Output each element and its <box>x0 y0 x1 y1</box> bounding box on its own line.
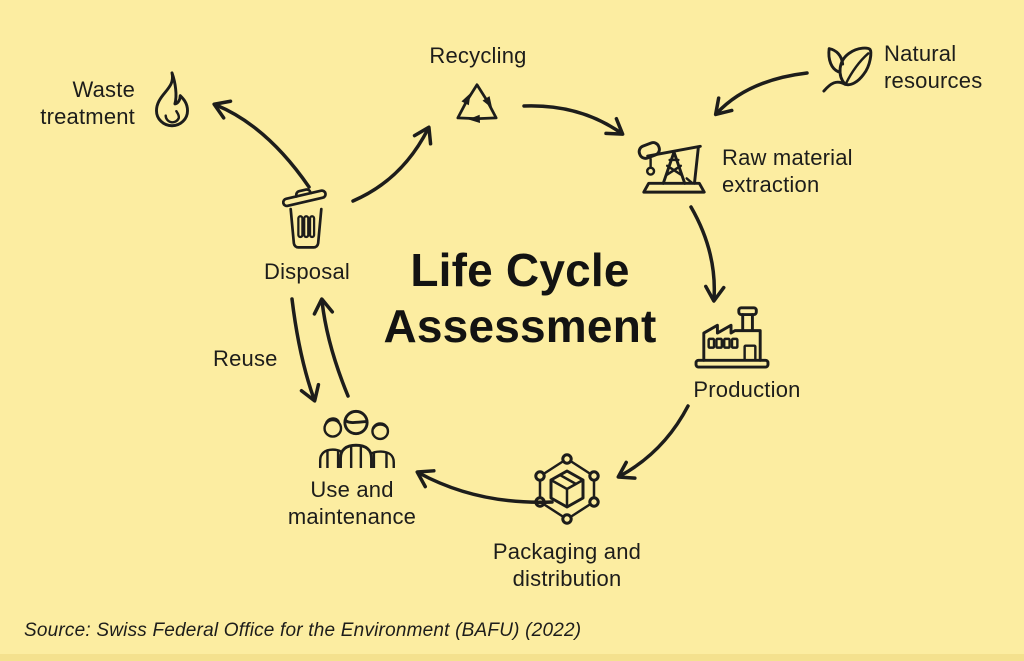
arrow-disposal-to-recycling <box>351 125 433 203</box>
trash-can-icon <box>279 184 333 254</box>
oil-pump-icon <box>634 120 714 196</box>
packaging-distribution-label: Packaging and distribution <box>492 539 642 592</box>
recycle-icon <box>438 70 516 140</box>
flame-icon <box>147 70 197 134</box>
title-line-2: Assessment <box>383 300 657 353</box>
use-maintenance-label: Use and maintenance <box>287 477 417 530</box>
arrow-production-to-packaging <box>616 404 690 480</box>
production-label: Production <box>693 377 801 402</box>
source-attribution: Source: Swiss Federal Office for the Env… <box>24 620 582 641</box>
title-line-1: Life Cycle <box>410 244 630 296</box>
disposal-label: Disposal <box>264 259 350 284</box>
leaves-icon <box>820 36 874 94</box>
arrow-reuse-down <box>290 297 321 403</box>
arrow-natural-resources-to-raw-material <box>713 71 809 117</box>
arrow-reuse-up <box>312 297 350 398</box>
raw-material-extraction-label: Raw material extraction <box>722 145 853 198</box>
factory-icon <box>692 300 772 370</box>
bottom-strip <box>0 654 1024 661</box>
box-network-icon <box>527 451 607 529</box>
people-icon <box>312 408 400 468</box>
reuse-label: Reuse <box>213 346 278 371</box>
natural-resources-label: Natural resources <box>884 41 983 94</box>
waste-treatment-label: Waste treatment <box>40 77 135 130</box>
arrow-recycling-to-raw-material <box>522 104 625 136</box>
arrow-disposal-to-waste-treatment <box>212 99 311 189</box>
recycling-label: Recycling <box>429 43 527 68</box>
arrow-raw-material-to-production <box>689 205 726 303</box>
page-title: Life Cycle Assessment <box>310 242 730 354</box>
